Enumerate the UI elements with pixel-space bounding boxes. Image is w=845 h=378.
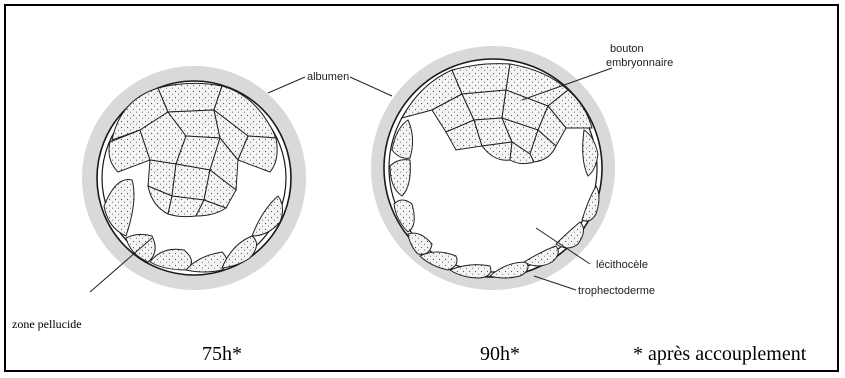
caption-90h: 90h* [480, 343, 520, 365]
caption-note: * après accouplement [633, 343, 807, 365]
label-lecithocele: lécithocèle [596, 259, 648, 271]
label-trophectoderme: trophectoderme [578, 285, 655, 297]
albumen-leader-right [350, 77, 392, 96]
embryo-90h [371, 46, 615, 290]
label-zone-pellucide: zone pellucide [12, 317, 82, 331]
trophectoderme-leader [534, 276, 576, 290]
label-embryonnaire: embryonnaire [606, 57, 673, 69]
albumen-leader-left [268, 77, 305, 93]
embryo-75h [82, 66, 306, 290]
label-albumen: albumen [307, 71, 349, 83]
label-bouton: bouton [610, 43, 644, 55]
caption-75h: 75h* [202, 343, 242, 365]
